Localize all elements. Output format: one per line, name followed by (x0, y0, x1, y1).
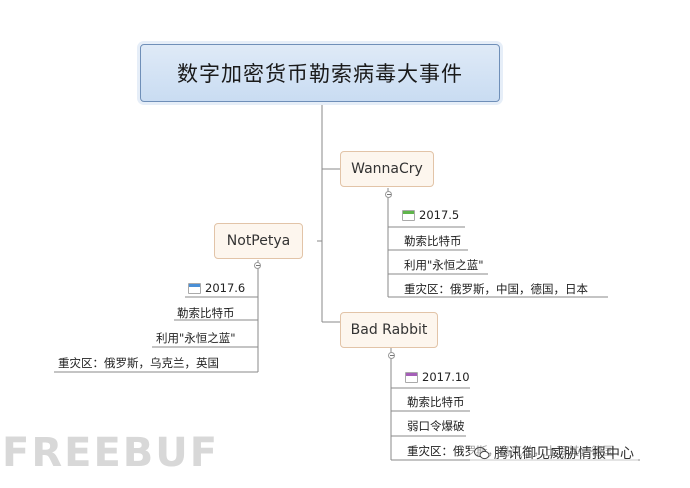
badrabbit-item-ransom: 勒索比特币 (407, 395, 465, 409)
collapse-toggle-icon[interactable] (254, 262, 261, 269)
notpetya-item-exploit: 利用"永恒之蓝" (156, 331, 236, 345)
wannacry-item-date: 2017.5 (402, 208, 459, 222)
badrabbit-item-exploit: 弱口令爆破 (407, 419, 465, 433)
collapse-toggle-icon[interactable] (385, 191, 392, 198)
wechat-icon (474, 447, 490, 460)
calendar-icon (405, 371, 418, 383)
node-notpetya-label: NotPetya (226, 233, 291, 249)
node-bad-rabbit-label: Bad Rabbit (350, 322, 428, 338)
wannacry-item-ransom: 勒索比特币 (404, 234, 462, 248)
wannacry-item-region: 重灾区：俄罗斯，中国，德国，日本 (404, 282, 588, 296)
node-bad-rabbit[interactable]: Bad Rabbit (340, 312, 438, 348)
node-wannacry[interactable]: WannaCry (340, 151, 434, 187)
calendar-icon (402, 209, 415, 221)
notpetya-item-ransom: 勒索比特币 (177, 306, 235, 320)
root-title: 数字加密货币勒索病毒大事件 (177, 62, 463, 86)
node-notpetya[interactable]: NotPetya (214, 223, 303, 259)
root-topic[interactable]: 数字加密货币勒索病毒大事件 (140, 44, 500, 102)
badrabbit-item-date: 2017.10 (405, 370, 470, 384)
watermark-freebuf: FREEBUF (2, 430, 220, 476)
notpetya-item-region: 重灾区：俄罗斯，乌克兰，英国 (58, 356, 219, 370)
calendar-icon (188, 282, 201, 294)
wannacry-item-exploit: 利用"永恒之蓝" (404, 258, 484, 272)
collapse-toggle-icon[interactable] (388, 352, 395, 359)
watermark-tencent: 腾讯御见威胁情报中心 (470, 441, 638, 465)
notpetya-item-date: 2017.6 (188, 281, 245, 295)
node-wannacry-label: WannaCry (351, 161, 423, 177)
